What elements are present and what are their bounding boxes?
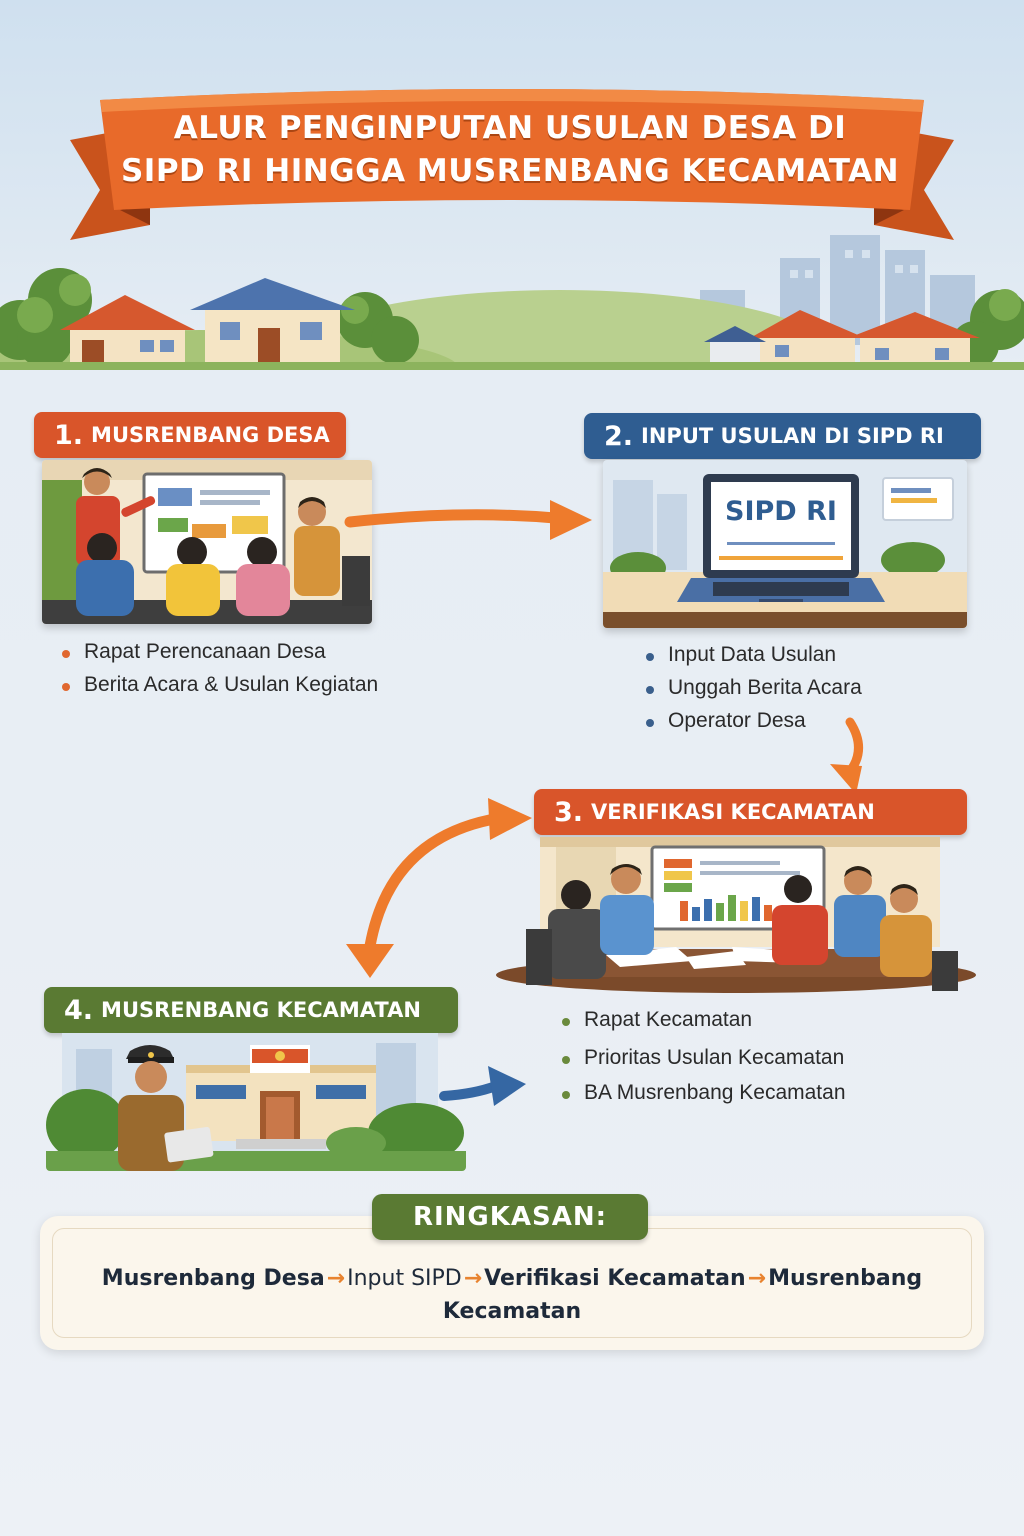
summary-label: RINGKASAN: (372, 1194, 648, 1240)
list-item: Rapat Kecamatan (562, 1008, 846, 1032)
summary-step-4: Musrenbang Kecamatan (442, 1266, 923, 1324)
district-office-illustration (46, 1033, 466, 1171)
arrow-step4-to-list (439, 1066, 526, 1106)
step-3-header: 3. VERIFIKASI KECAMATAN (534, 789, 967, 835)
step-4-header: 4. MUSRENBANG KECAMATAN (44, 987, 458, 1033)
house-right (704, 310, 980, 373)
step-1-header: 1. MUSRENBANG DESA (34, 412, 346, 458)
step-2-title: INPUT USULAN DI SIPD RI (641, 424, 944, 448)
list-item: Berita Acara & Usulan Kegiatan (62, 673, 378, 697)
list-item: Rapat Perencanaan Desa (62, 640, 378, 664)
list-item: Input Data Usulan (646, 643, 862, 667)
step-2-number: 2. (604, 420, 634, 452)
step-3-number: 3. (554, 796, 584, 828)
step-2-header: 2. INPUT USULAN DI SIPD RI (584, 413, 981, 459)
list-item: BA Musrenbang Kecamatan (562, 1081, 846, 1105)
step-3-title: VERIFIKASI KECAMATAN (591, 800, 875, 824)
summary-step-2: Input SIPD (347, 1266, 462, 1291)
page-title-line-2: SIPD RI HINGGA MUSRENBANG KECAMATAN (120, 153, 900, 189)
list-item: Prioritas Usulan Kecamatan (562, 1046, 846, 1070)
list-item: Unggah Berita Acara (646, 676, 862, 700)
summary-step-3: Verifikasi Kecamatan (484, 1266, 746, 1291)
flow-arrow-icon: → (463, 1266, 483, 1291)
step-1-bullets: Rapat Perencanaan Desa Berita Acara & Us… (62, 640, 378, 697)
summary-flow: Musrenbang Desa→Input SIPD→Verifikasi Ke… (52, 1262, 972, 1328)
header-illustration (0, 89, 1024, 380)
sipd-screen-label: SIPD RI (725, 496, 837, 527)
flow-arrow-icon: → (747, 1266, 767, 1291)
arrow-step1-to-step2 (344, 500, 592, 540)
page-title-line-1: ALUR PENGINPUTAN USULAN DESA DI (173, 110, 847, 146)
step-3-bullets: Rapat Kecamatan Prioritas Usulan Kecamat… (562, 1008, 846, 1105)
arrow-step2-to-step3 (830, 717, 863, 794)
list-item: Operator Desa (646, 709, 862, 733)
flow-arrow-icon: → (326, 1266, 346, 1291)
summary-step-1: Musrenbang Desa (101, 1266, 325, 1291)
step-4-number: 4. (64, 994, 94, 1026)
village-meeting-illustration (42, 460, 372, 624)
sipd-laptop-illustration (603, 460, 967, 628)
step-2-bullets: Input Data Usulan Unggah Berita Acara Op… (646, 643, 862, 733)
step-1-title: MUSRENBANG DESA (91, 423, 330, 447)
district-verification-illustration (496, 837, 976, 993)
step-4-title: MUSRENBANG KECAMATAN (101, 998, 421, 1022)
step-1-number: 1. (54, 419, 84, 451)
arrow-step3-to-step4 (346, 798, 532, 978)
house-solar (190, 278, 355, 365)
title-ribbon (100, 89, 924, 210)
